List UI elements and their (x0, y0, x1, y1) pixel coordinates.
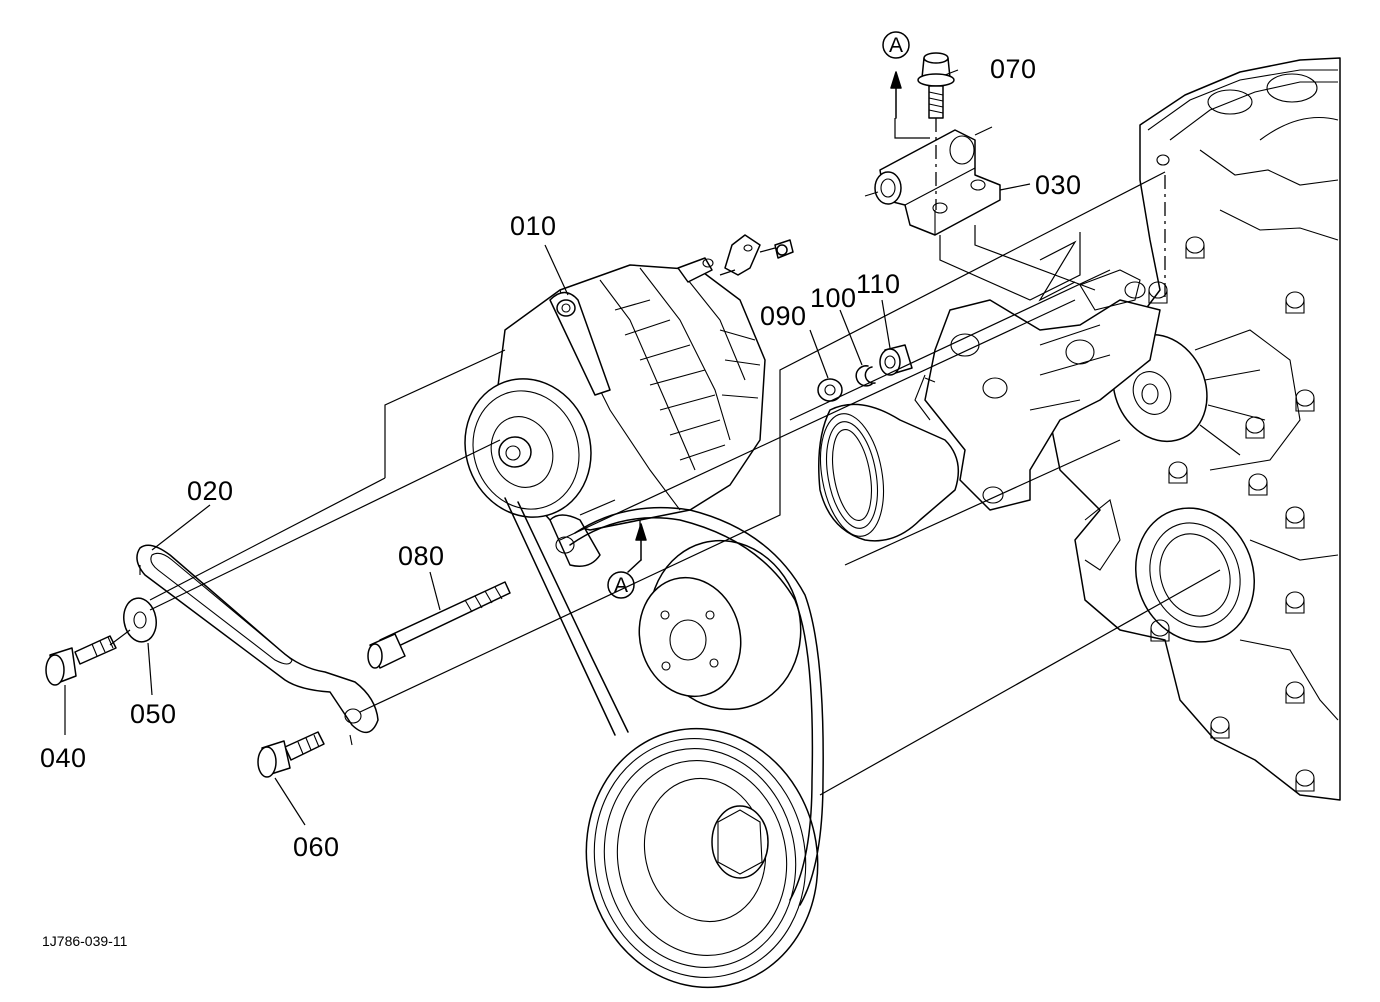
water-flange-housing (914, 269, 1161, 511)
part-050-washer (123, 597, 157, 643)
v-belt (504, 497, 824, 906)
drawing-code: 1J786-039-11 (42, 933, 128, 949)
part-100-spring-washer (855, 365, 876, 387)
part-020-adjust-plate (136, 544, 379, 746)
crankshaft-pulley (585, 727, 819, 989)
label-080: 080 (398, 541, 445, 571)
label-090: 090 (760, 301, 807, 331)
label-110: 110 (856, 269, 901, 299)
view-marker-upper: A (889, 34, 903, 57)
part-030-bracket (864, 126, 1001, 236)
part-110-collar (879, 344, 913, 376)
part-010-alternator (464, 257, 766, 567)
label-030: 030 (1035, 170, 1082, 200)
label-070: 070 (990, 54, 1037, 84)
engine-block (1049, 57, 1341, 801)
water-pump-pulley (638, 539, 802, 711)
assembly-lines (109, 118, 1221, 796)
terminal-pieces (724, 234, 794, 276)
label-leaders (64, 69, 1031, 826)
label-010: 010 (510, 211, 557, 241)
water-outlet-elbow (818, 403, 960, 542)
part-040-bolt (45, 635, 117, 686)
view-marker-lower: A (614, 574, 628, 597)
label-100: 100 (810, 283, 857, 313)
label-020: 020 (187, 476, 234, 506)
part-060-bolt (257, 731, 325, 778)
label-050: 050 (130, 699, 177, 729)
part-070-bolt (917, 52, 955, 210)
label-060: 060 (293, 832, 340, 862)
label-040: 040 (40, 743, 87, 773)
view-arrow-lower (607, 523, 647, 599)
part-080-bolt (367, 581, 511, 669)
view-arrow-upper (882, 31, 910, 119)
